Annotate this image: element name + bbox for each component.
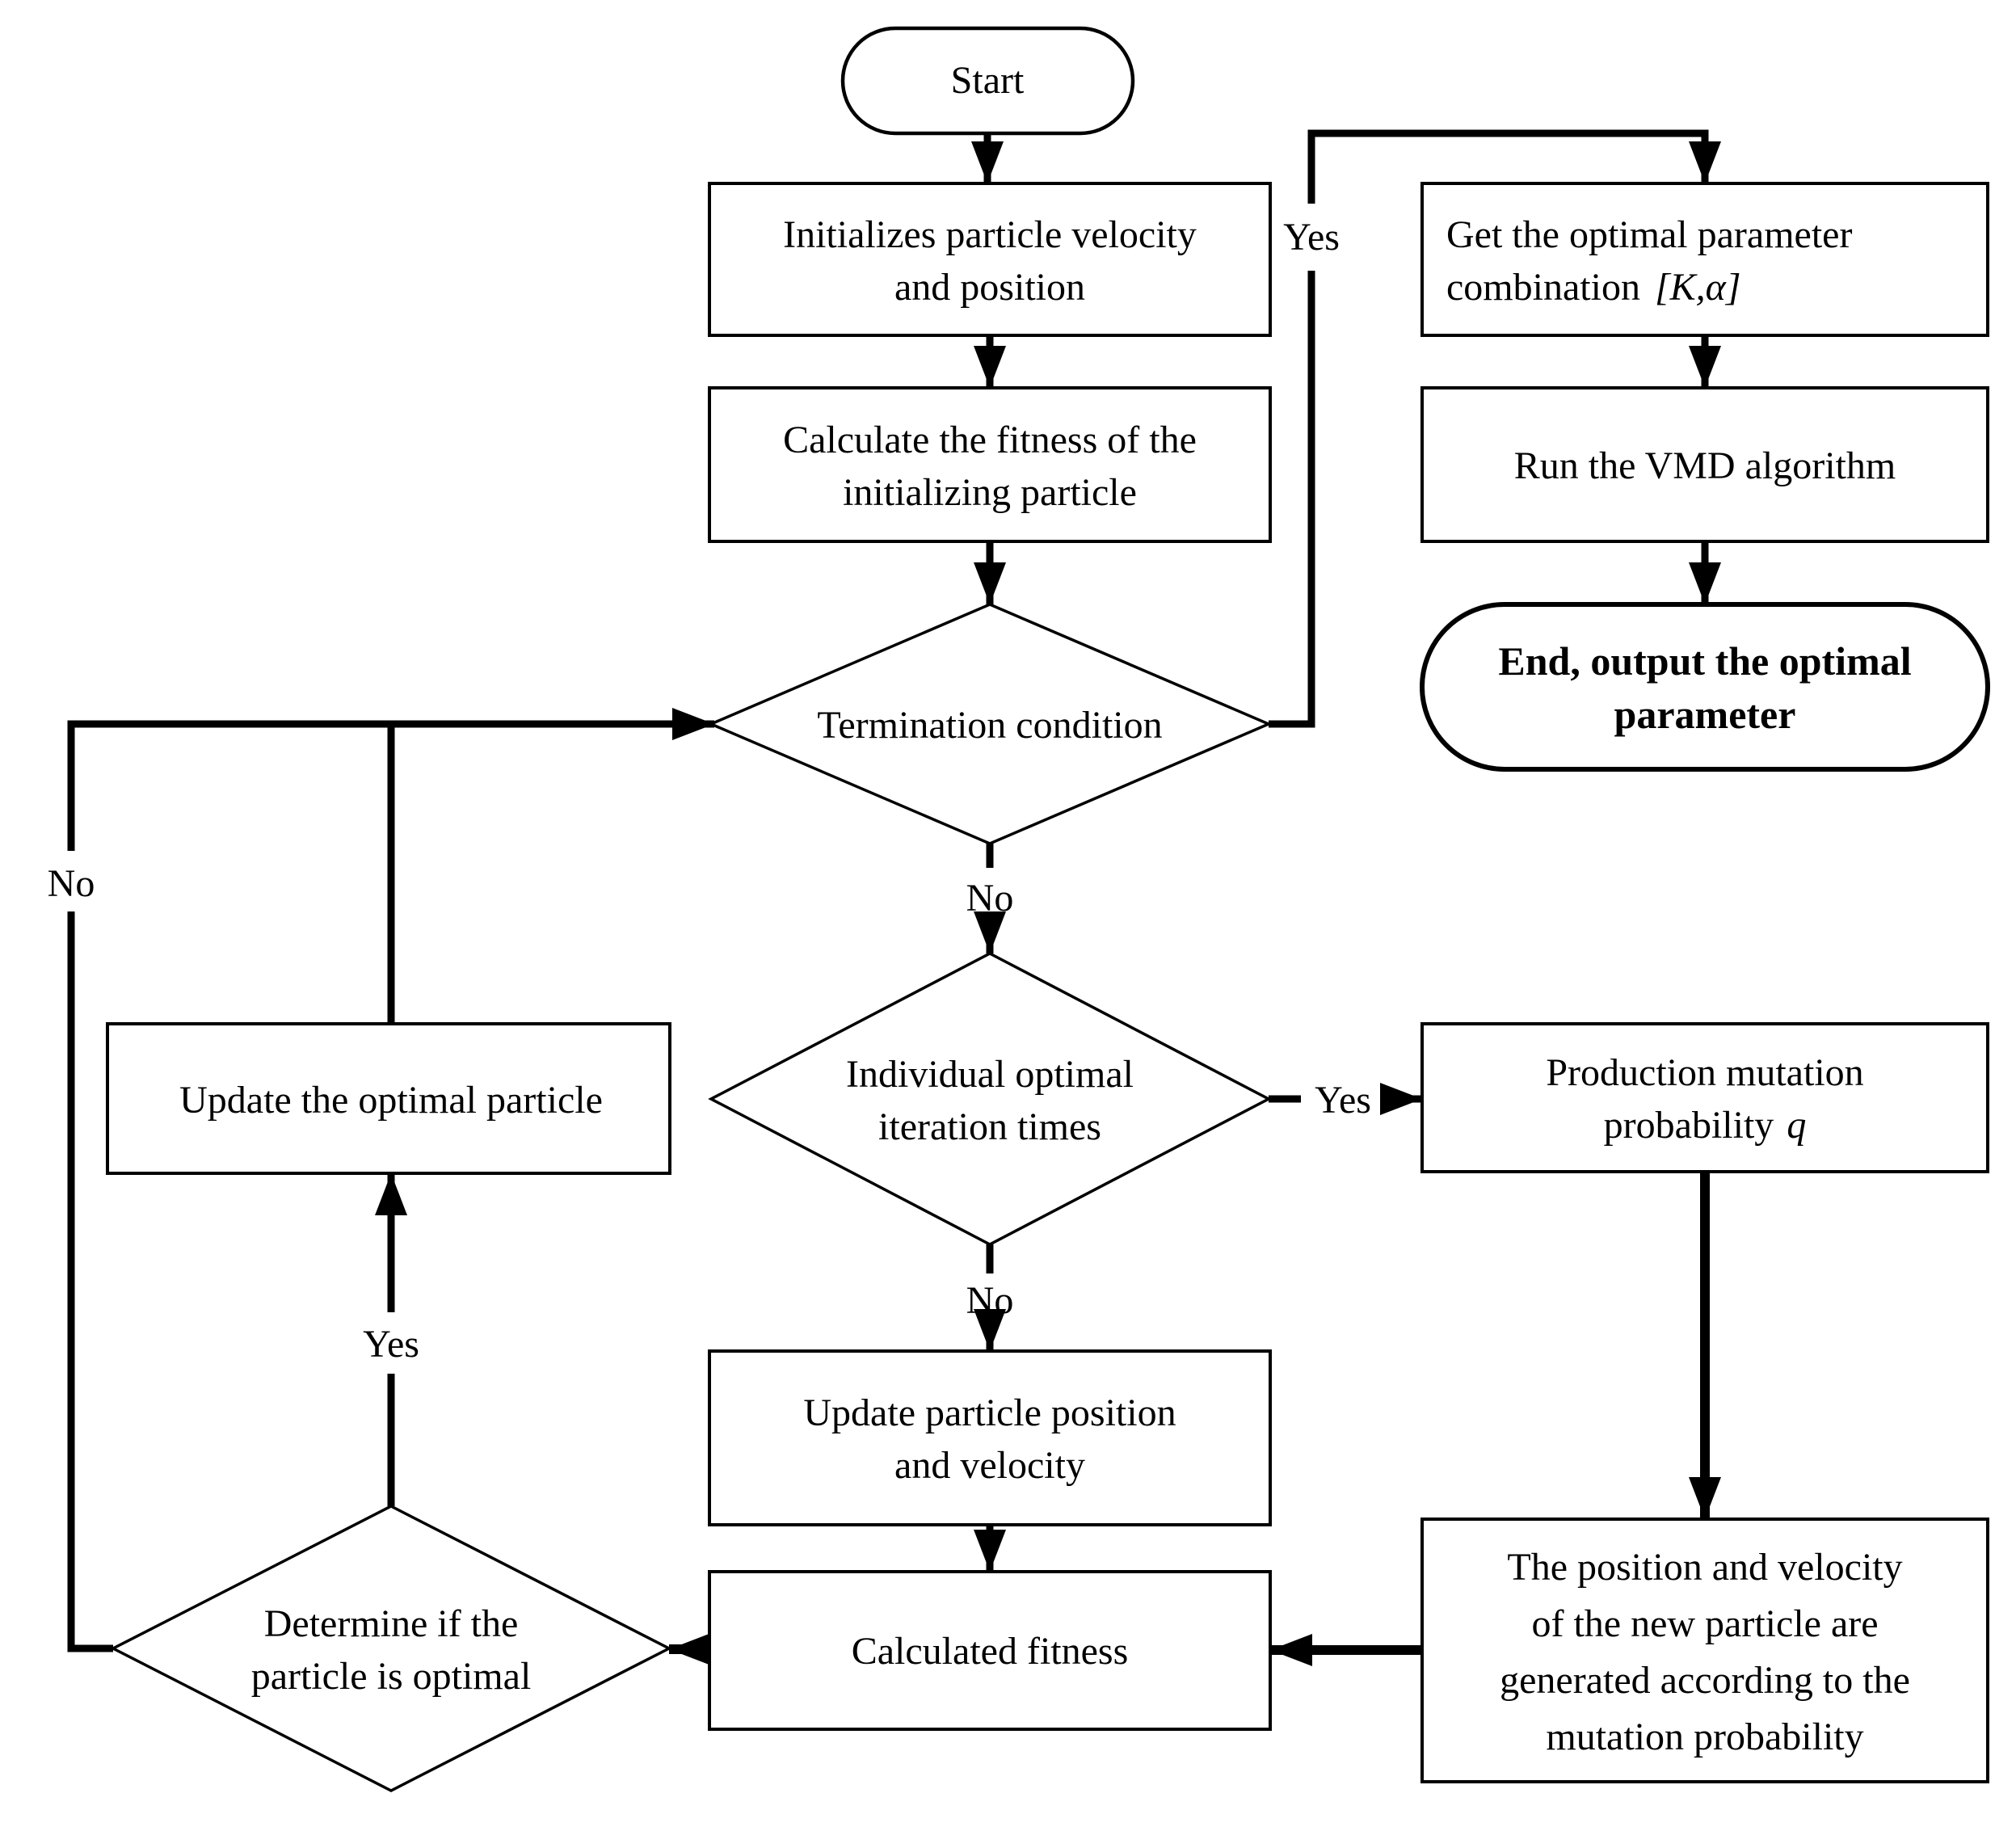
production-line2-prefix: probability (1604, 1104, 1774, 1147)
end-label-line1: End, output the optimal (1498, 638, 1911, 684)
label-no-left: No (48, 862, 95, 905)
get-parameter-label-line1: Get the optimal parameter (1446, 213, 1852, 256)
get-parameter-line2-math: [K,α] (1655, 266, 1741, 309)
node-mutation-generation: The position and velocity of the new par… (1420, 1518, 1989, 1783)
run-vmd-process-shape (1420, 386, 1989, 543)
termination-label: Termination condition (817, 704, 1162, 747)
get-parameter-line2-prefix: combination (1446, 266, 1640, 309)
production-label-line2: probability q (1604, 1104, 1807, 1147)
label-yes-left: Yes (363, 1323, 419, 1366)
determine-label-line1: Determine if the (264, 1602, 519, 1645)
termination-diamond-shape (707, 603, 1273, 845)
node-get-optimal-parameter: Get the optimal parameter combination [K,… (1420, 182, 1989, 337)
node-determine-decision: Determine if the particle is optimal (110, 1505, 672, 1792)
node-update-optimal: Update the optimal particle (106, 1022, 671, 1175)
individual-label-line1: Individual optimal (846, 1053, 1134, 1096)
determine-diamond-shape (110, 1505, 672, 1792)
edge-termination-yes-segment2 (1307, 129, 1721, 204)
update-particle-label-line2: and velocity (894, 1444, 1085, 1487)
update-particle-label-line1: Update particle position (803, 1391, 1176, 1434)
end-label-line2: parameter (1614, 692, 1796, 737)
initialize-label-line2: and position (894, 266, 1085, 309)
update-particle-process-shape (708, 1349, 1272, 1526)
individual-label-line2: iteration times (878, 1105, 1101, 1148)
label-yes-right: Yes (1315, 1079, 1371, 1122)
calculated-fitness-label: Calculated fitness (852, 1630, 1129, 1673)
node-update-particle: Update particle position and velocity (708, 1349, 1272, 1526)
node-termination-decision: Termination condition (707, 603, 1273, 845)
calc-init-fitness-label-line2: initializing particle (843, 471, 1137, 514)
edge-termination-yes-segment1 (1269, 271, 1315, 728)
run-vmd-label: Run the VMD algorithm (1514, 444, 1896, 487)
mutation-process-shape (1420, 1518, 1989, 1783)
calc-init-fitness-process-shape (708, 386, 1272, 543)
start-label: Start (951, 59, 1025, 102)
node-calculated-fitness: Calculated fitness (708, 1570, 1272, 1731)
start-terminator-shape (840, 26, 1135, 136)
node-production-mutation: Production mutation probability q (1420, 1022, 1989, 1173)
calc-init-fitness-label-line1: Calculate the fitness of the (783, 419, 1197, 461)
initialize-process-shape (708, 182, 1272, 337)
mutation-label-line2: of the new particle are (1531, 1602, 1878, 1645)
production-line2-math: q (1787, 1104, 1806, 1147)
mutation-label-line4: mutation probability (1546, 1715, 1863, 1758)
update-optimal-process-shape (106, 1022, 671, 1175)
mutation-label-line3: generated according to the (1500, 1659, 1910, 1702)
update-optimal-label: Update the optimal particle (179, 1079, 603, 1122)
node-initialize: Initializes particle velocity and positi… (708, 182, 1272, 337)
determine-label-line2: particle is optimal (251, 1655, 532, 1698)
get-parameter-process-shape (1420, 182, 1989, 337)
node-start: Start (840, 26, 1135, 136)
node-end: End, output the optimal parameter (1420, 602, 1990, 772)
get-parameter-label-line2: combination [K,α] (1446, 266, 1741, 309)
calculated-fitness-process-shape (708, 1570, 1272, 1731)
production-process-shape (1420, 1022, 1989, 1173)
label-yes-top: Yes (1283, 216, 1340, 259)
production-label-line1: Production mutation (1546, 1051, 1863, 1094)
end-terminator-shape (1420, 602, 1990, 772)
connectors (67, 129, 1721, 1666)
edge-determine-no-segment2 (67, 708, 714, 851)
mutation-label-line1: The position and velocity (1507, 1546, 1902, 1589)
edge-labels: Yes No Yes No Yes No (48, 216, 1371, 1366)
node-individual-decision: Individual optimal iteration times (708, 952, 1272, 1246)
label-no-mid: No (966, 877, 1014, 920)
edge-determine-no-segment1 (67, 911, 113, 1652)
node-run-vmd: Run the VMD algorithm (1420, 386, 1989, 543)
node-calculate-init-fitness: Calculate the fitness of the initializin… (708, 386, 1272, 543)
label-no-down: No (966, 1279, 1014, 1322)
initialize-label-line1: Initializes particle velocity (783, 213, 1197, 256)
individual-diamond-shape (708, 952, 1272, 1246)
